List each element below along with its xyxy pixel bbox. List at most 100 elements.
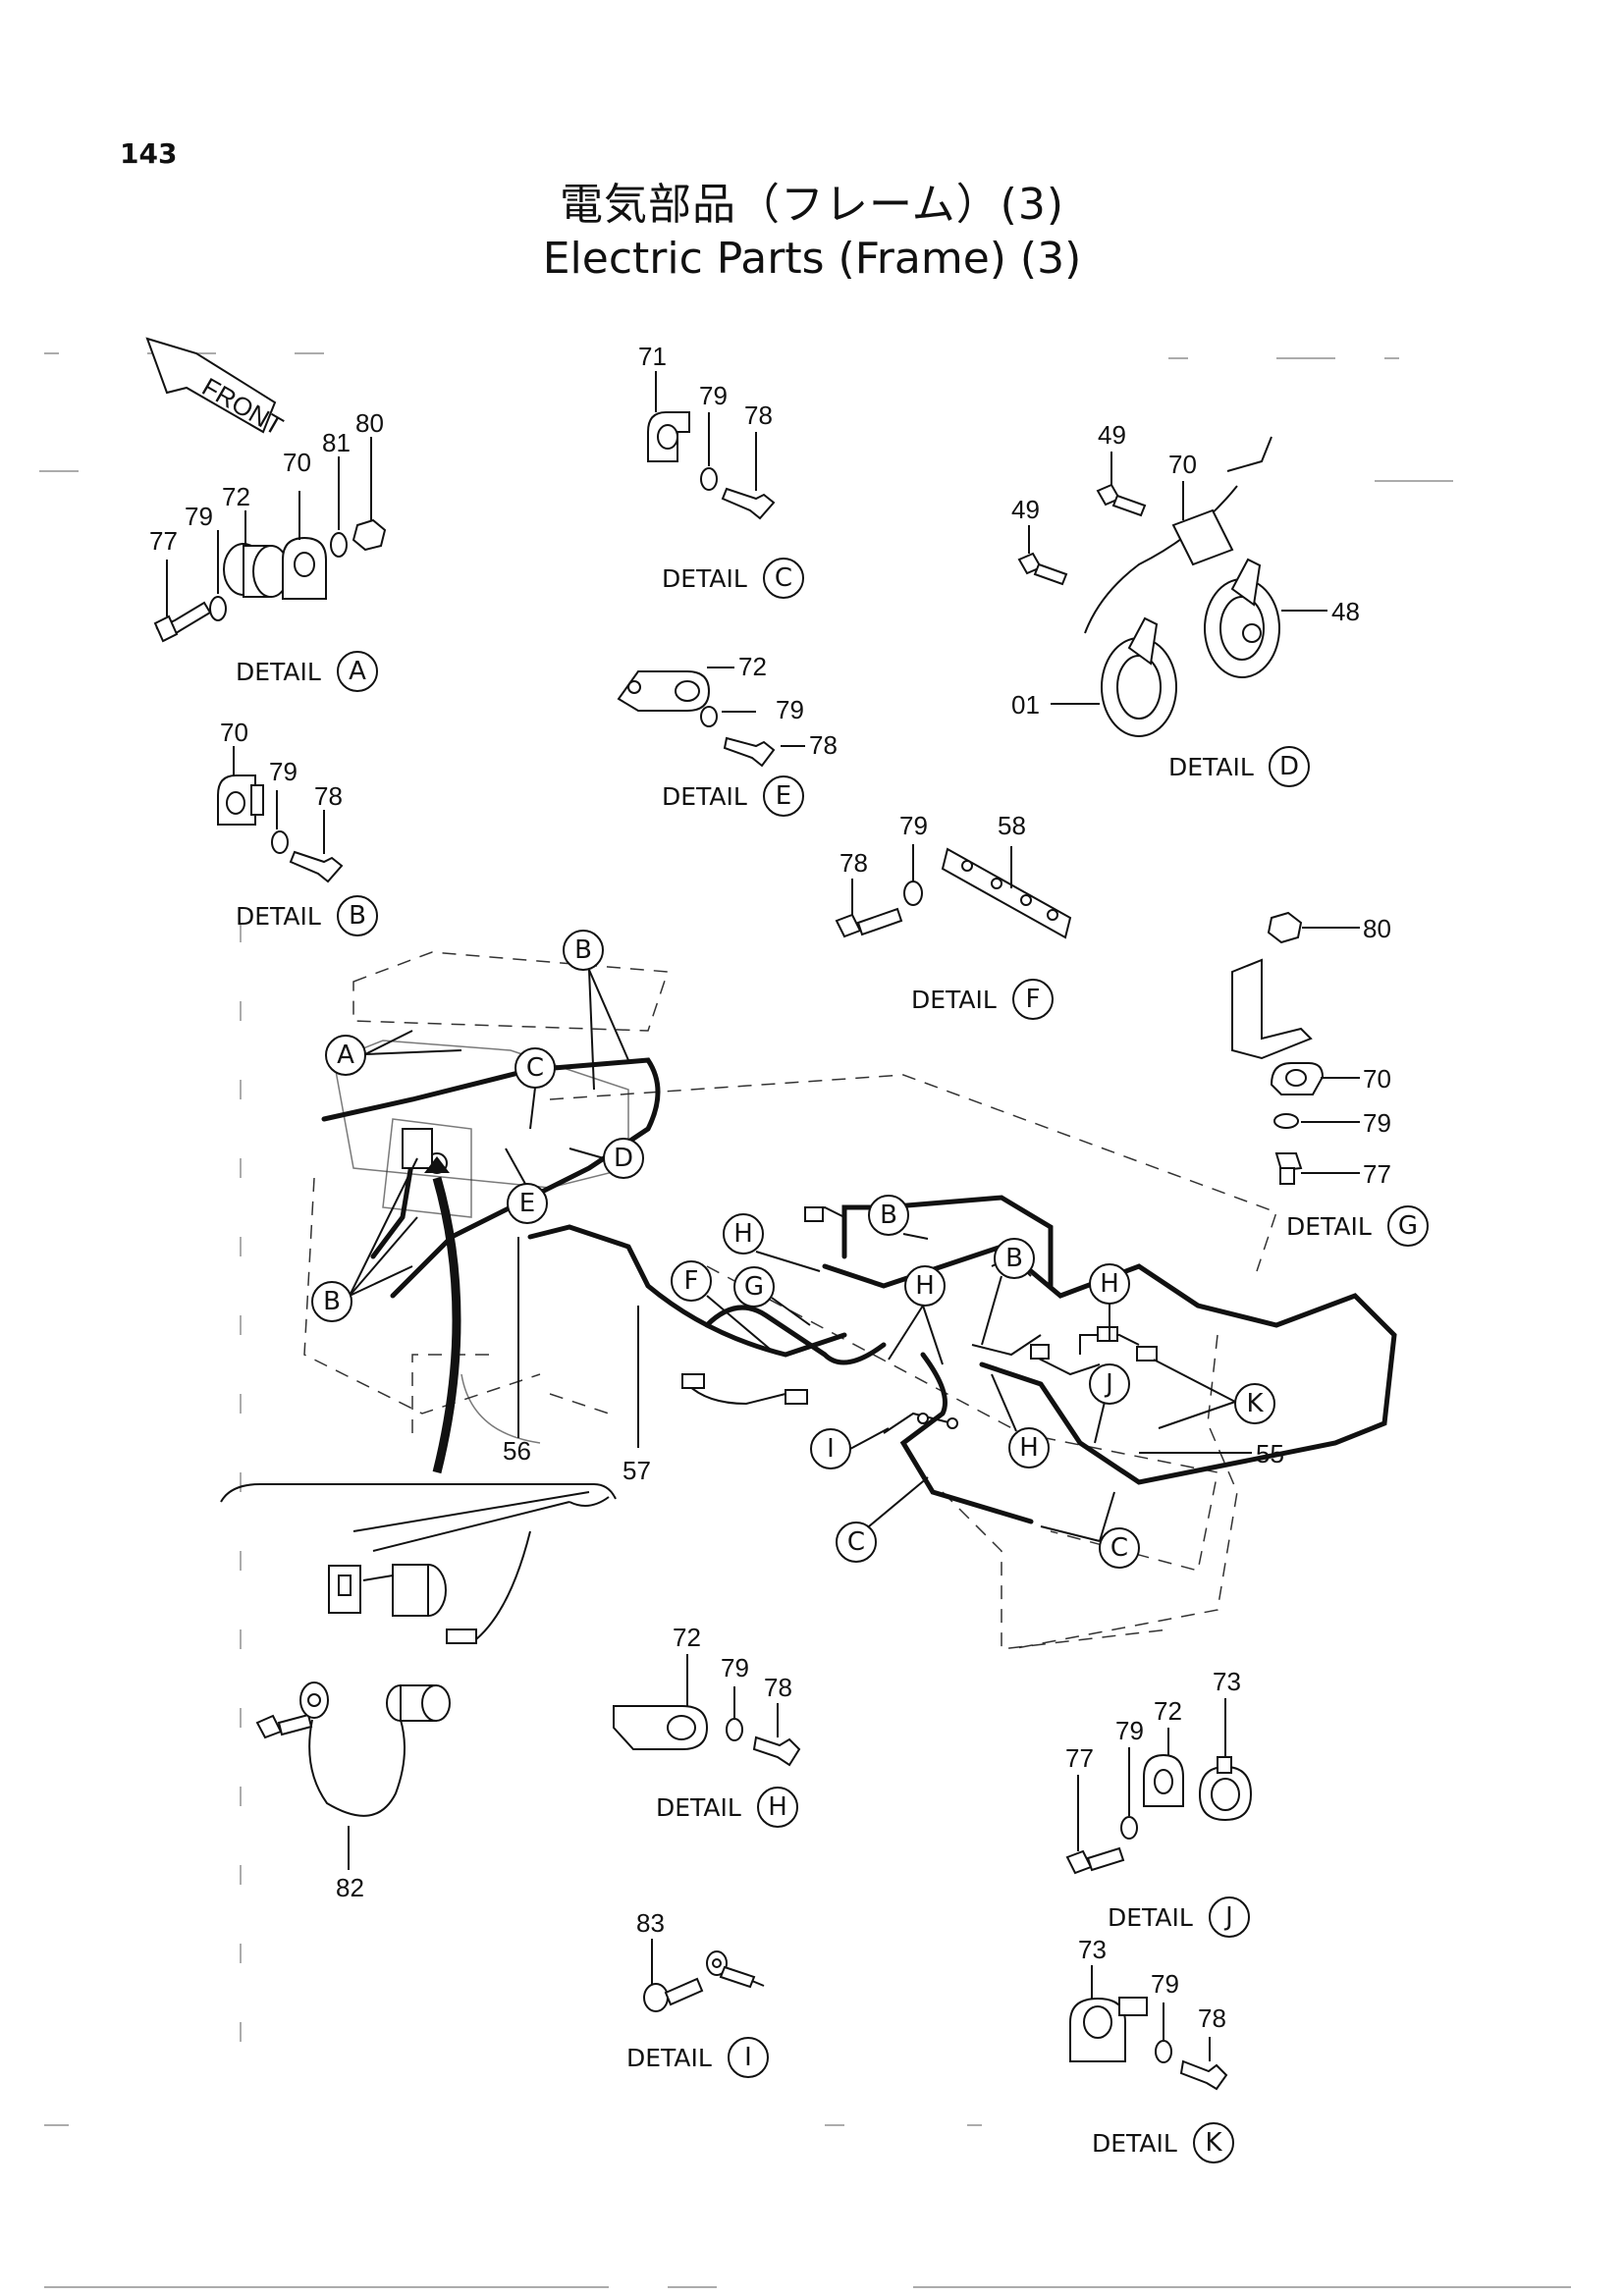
detail-c-group: 71 79 78 DETAIL C — [638, 342, 804, 599]
detail-f-plate — [941, 847, 1072, 939]
detail-g-bracket — [1231, 958, 1313, 1060]
main-marker-h-2: H — [888, 1265, 946, 1365]
detail-e-bolt — [723, 736, 776, 768]
detail-f-bolt — [835, 907, 903, 938]
svg-text:B: B — [880, 1201, 897, 1230]
detail-b-clamp — [217, 774, 264, 826]
svg-text:C: C — [526, 1053, 544, 1083]
detail-j-marker-circle — [1209, 1896, 1250, 1938]
svg-text:F: F — [684, 1266, 699, 1296]
detail-c-bolt — [721, 487, 776, 520]
detail-a-washer-81 — [330, 532, 348, 558]
main-marker-b-left: B — [311, 1157, 418, 1322]
callout-77: 77 — [1065, 1743, 1094, 1773]
detail-a-group: 77 79 72 70 81 80 DETAIL A — [149, 408, 387, 692]
svg-text:C: C — [847, 1527, 865, 1557]
callout-79: 79 — [899, 811, 928, 840]
detail-j-clamp-73 — [1198, 1756, 1253, 1822]
detail-j-clamp-72 — [1143, 1753, 1184, 1807]
page-title-japanese: 電気部品（フレーム）(3) — [559, 180, 1064, 230]
svg-text:J: J — [1104, 1369, 1113, 1399]
detail-d-caption: DETAIL — [1168, 753, 1254, 781]
main-marker-i: I — [810, 1427, 890, 1469]
callout-78: 78 — [744, 400, 773, 430]
svg-text:B: B — [323, 1287, 341, 1316]
detail-c-clamp — [647, 411, 690, 462]
detail-b-letter: B — [349, 901, 366, 931]
detail-j-caption: DETAIL — [1108, 1903, 1193, 1932]
main-marker-d: D — [568, 1138, 644, 1179]
callout-70: 70 — [1363, 1064, 1391, 1094]
detail-g-nut — [1267, 911, 1303, 944]
ground-wire-terminal — [446, 1629, 477, 1644]
callout-57: 57 — [623, 1456, 651, 1485]
detail-k-caption: DETAIL — [1092, 2129, 1177, 2158]
detail-f-group: 79 58 78 DETAIL F — [835, 811, 1072, 1020]
svg-text:A: A — [337, 1041, 354, 1070]
callout-79: 79 — [1115, 1716, 1144, 1745]
detail-h-marker-circle — [757, 1787, 798, 1828]
svg-text:B: B — [574, 935, 592, 965]
detail-g-marker-circle — [1387, 1205, 1429, 1247]
detail-i-terminal — [706, 1950, 765, 1989]
callout-79: 79 — [699, 381, 728, 410]
callout-80: 80 — [1363, 914, 1391, 943]
callout-73: 73 — [1213, 1667, 1241, 1696]
callout-80: 80 — [355, 408, 384, 438]
main-marker-b-right: B — [981, 1238, 1035, 1346]
detail-a-washer — [209, 596, 227, 621]
main-marker-h-1: H — [723, 1213, 821, 1272]
main-marker-a: A — [325, 1030, 462, 1076]
detail-d-bolt-top — [1096, 483, 1147, 517]
callout-48: 48 — [1331, 597, 1360, 626]
ground-cable-sleeve — [386, 1684, 451, 1722]
detail-a-clamp-70 — [282, 536, 327, 600]
page-number: 143 — [120, 137, 178, 170]
detail-i-letter: I — [744, 2043, 752, 2072]
detail-h-clamp — [613, 1705, 709, 1750]
detail-c-letter: C — [775, 563, 792, 593]
detail-j-washer — [1120, 1816, 1138, 1840]
detail-h-letter: H — [768, 1792, 787, 1822]
main-marker-c-right: C — [1040, 1491, 1140, 1569]
main-marker-e: E — [505, 1148, 548, 1224]
detail-c-caption: DETAIL — [662, 564, 747, 593]
main-marker-b-mid: B — [868, 1195, 929, 1240]
detail-h-caption: DETAIL — [656, 1793, 741, 1822]
callout-79: 79 — [776, 695, 804, 724]
detail-a-marker-circle — [337, 651, 378, 692]
callout-56: 56 — [503, 1436, 531, 1466]
main-frame-view: 56 57 55 A B C D — [220, 930, 1397, 1650]
detail-d-bolt-left — [1017, 552, 1068, 586]
callout-78: 78 — [809, 730, 838, 760]
detail-g-letter: G — [1398, 1211, 1418, 1241]
svg-text:H: H — [733, 1219, 753, 1249]
callout-81: 81 — [322, 428, 351, 457]
main-marker-f: F — [671, 1260, 772, 1351]
main-marker-c-top: C — [514, 1047, 556, 1130]
main-marker-b-top: B — [563, 930, 629, 1091]
svg-text:H: H — [1019, 1433, 1039, 1463]
callout-55: 55 — [1256, 1439, 1284, 1468]
callout-83: 83 — [636, 1908, 665, 1938]
callout-01: 01 — [1011, 690, 1040, 720]
detail-k-washer — [1155, 2040, 1172, 2063]
callout-78: 78 — [314, 781, 343, 811]
ground-connector-block — [328, 1565, 361, 1614]
ground-cable-view: 82 — [255, 1491, 610, 1902]
callout-79: 79 — [1151, 1969, 1179, 1999]
detail-j-group: 73 72 79 77 DETAIL J — [1065, 1667, 1253, 1938]
detail-d-group: 49 70 49 48 01 DETAIL D — [1011, 420, 1360, 787]
svg-text:E: E — [519, 1189, 535, 1218]
detail-c-washer — [700, 467, 718, 491]
callout-78: 78 — [1198, 2003, 1226, 2033]
svg-text:B: B — [1005, 1244, 1023, 1273]
callout-77: 77 — [149, 526, 178, 556]
svg-text:D: D — [614, 1144, 633, 1173]
detail-d-letter: D — [1279, 752, 1299, 781]
detail-k-group: 73 79 78 DETAIL K — [1069, 1935, 1234, 2163]
detail-b-group: 70 79 78 DETAIL B — [217, 718, 378, 936]
detail-b-bolt — [289, 850, 344, 883]
detail-g-clamp — [1270, 1062, 1325, 1095]
